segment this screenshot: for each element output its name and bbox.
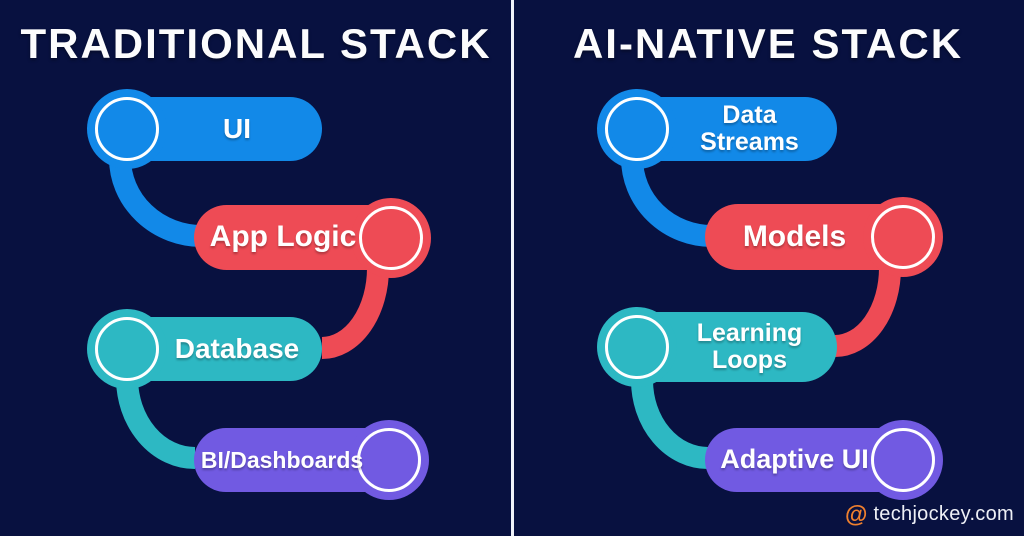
circle-ring-icon: [359, 205, 423, 270]
pill-ui: UI: [87, 89, 322, 169]
ai-native-stack-title: AI-NATIVE STACK: [572, 20, 964, 67]
circle-ring-icon: [871, 428, 935, 492]
footer-brand: @ techjockey.com: [845, 503, 1014, 526]
connector-database-to-bidashboards: [116, 377, 196, 469]
pill-label: Models: [742, 219, 847, 253]
pill-end-circle: [863, 420, 943, 500]
pill-learning-loops: Learning Loops: [597, 307, 837, 387]
pill-label: Database: [174, 332, 300, 364]
pill-end-circle: [349, 420, 429, 500]
pill-end-circle: [87, 309, 167, 389]
pill-end-circle: [597, 89, 677, 169]
circle-ring-icon: [871, 205, 935, 269]
pill-bi-dashboards: BI/Dashboards: [194, 420, 429, 500]
connector-models-to-learningloops: [834, 267, 901, 357]
pill-data-streams: Data Streams: [597, 89, 837, 169]
circle-ring-icon: [605, 315, 669, 379]
connector-learningloops-to-adaptiveui: [631, 379, 709, 469]
circle-ring-icon: [95, 317, 159, 381]
pill-end-circle: [351, 197, 431, 278]
circle-ring-icon: [95, 97, 159, 161]
pill-app-logic: App Logic: [194, 197, 431, 278]
connector-applogic-to-database: [321, 267, 389, 359]
pill-adaptive-ui: Adaptive UI: [705, 420, 943, 500]
brand-text: techjockey.com: [873, 503, 1014, 525]
pill-models: Models: [705, 197, 943, 277]
circle-ring-icon: [605, 97, 669, 161]
pill-database: Database: [87, 309, 322, 389]
connector-datastreams-to-models: [621, 157, 713, 247]
column-divider-line: [511, 0, 514, 536]
pill-label: App Logic: [209, 220, 357, 254]
techjockey-logo-icon: @: [845, 501, 868, 527]
pill-label: Learning Loops: [696, 319, 803, 374]
pill-label: Adaptive UI: [720, 444, 869, 475]
pill-label: UI: [223, 112, 251, 144]
pill-label: Data Streams: [700, 101, 799, 156]
pill-end-circle: [863, 197, 943, 277]
pill-end-circle: [597, 307, 677, 387]
pill-label: BI/Dashboards: [200, 446, 364, 473]
circle-ring-icon: [357, 428, 421, 492]
connector-ui-to-applogic: [109, 157, 203, 247]
traditional-stack-title: TRADITIONAL STACK: [20, 20, 492, 67]
pill-end-circle: [87, 89, 167, 169]
